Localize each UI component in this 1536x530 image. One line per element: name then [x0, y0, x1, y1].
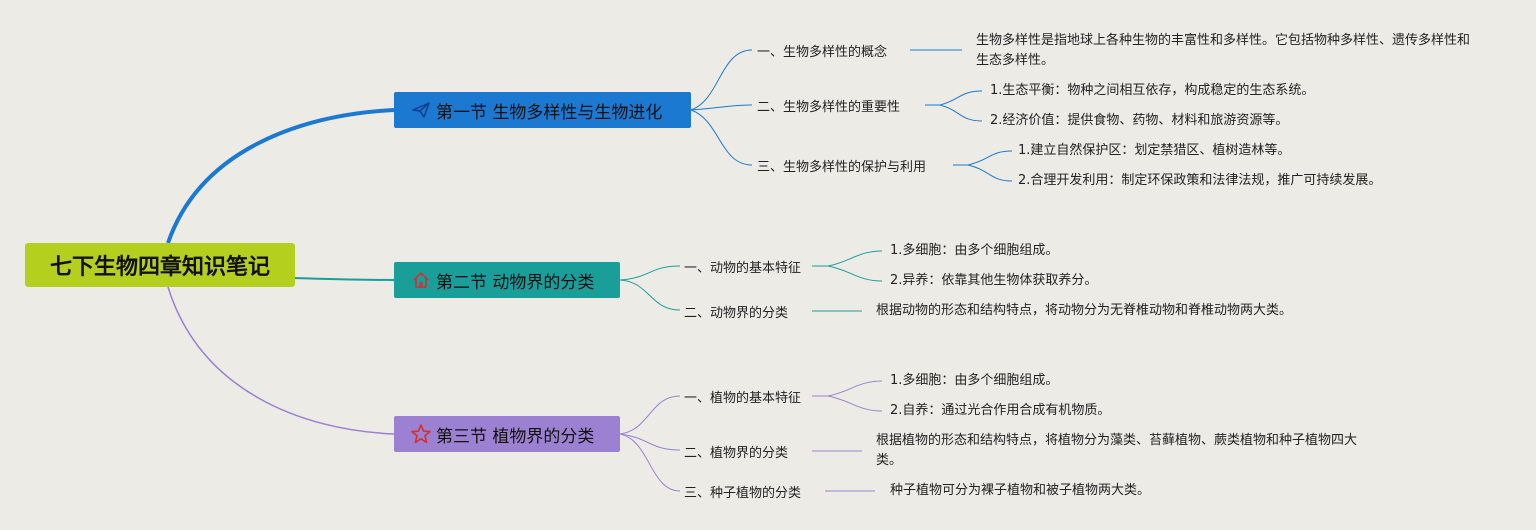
- section-3-node[interactable]: 第三节 植物界的分类: [394, 416, 620, 452]
- section-2-topic-1-detail-2[interactable]: 2.异养：依靠其他生物体获取养分。: [890, 273, 1098, 288]
- section-2-node[interactable]: 第二节 动物界的分类: [394, 262, 620, 298]
- section-3-topic-2-detail[interactable]: 根据植物的形态和结构特点，将植物分为藻类、苔藓植物、蕨类植物和种子植物四大类。: [876, 433, 1358, 468]
- section-1-topic-3-detail-2[interactable]: 2.合理开发利用：制定环保政策和法律法规，推广可持续发展。: [1018, 173, 1382, 188]
- section-2-topic-2-detail[interactable]: 根据动物的形态和结构特点，将动物分为无脊椎动物和脊椎动物两大类。: [876, 303, 1293, 318]
- section-1-node[interactable]: 第一节 生物多样性与生物进化: [394, 92, 691, 128]
- paper-plane-icon: [410, 99, 432, 121]
- section-2-topic-1[interactable]: 一、动物的基本特征: [684, 261, 802, 276]
- section-1-topic-2-detail-2[interactable]: 2.经济价值：提供食物、药物、材料和旅游资源等。: [990, 113, 1289, 128]
- section-1-topic-2-detail-1[interactable]: 1.生态平衡：物种之间相互依存，构成稳定的生态系统。: [990, 83, 1315, 98]
- star-icon: [410, 423, 432, 445]
- home-icon: [410, 269, 432, 291]
- section-1-topic-1[interactable]: 一、生物多样性的概念: [757, 45, 888, 60]
- section-3-topic-1-detail-2[interactable]: 2.自养：通过光合作用合成有机物质。: [890, 403, 1111, 418]
- section-1-topic-3[interactable]: 三、生物多样性的保护与利用: [757, 160, 927, 175]
- section-3-title: 第三节 植物界的分类: [436, 426, 595, 447]
- section-3-topic-1[interactable]: 一、植物的基本特征: [684, 391, 802, 406]
- section-1-title: 第一节 生物多样性与生物进化: [436, 102, 663, 123]
- section-3-topic-3-detail[interactable]: 种子植物可分为裸子植物和被子植物两大类。: [890, 483, 1151, 498]
- section-2-topic-1-detail-1[interactable]: 1.多细胞：由多个细胞组成。: [890, 243, 1059, 258]
- section-2-title: 第二节 动物界的分类: [436, 272, 595, 293]
- section-2-topic-2[interactable]: 二、动物界的分类: [684, 306, 789, 321]
- section-1-topic-1-detail[interactable]: 生物多样性是指地球上各种生物的丰富性和多样性。它包括物种多样性、遗传多样性和生态…: [976, 33, 1471, 68]
- section-1-topic-3-detail-1[interactable]: 1.建立自然保护区：划定禁猎区、植树造林等。: [1018, 143, 1291, 158]
- section-3-topic-3[interactable]: 三、种子植物的分类: [684, 486, 802, 501]
- section-1-topic-2[interactable]: 二、生物多样性的重要性: [757, 100, 901, 115]
- section-3-topic-1-detail-1[interactable]: 1.多细胞：由多个细胞组成。: [890, 373, 1059, 388]
- root-label: 七下生物四章知识笔记: [49, 255, 270, 280]
- section-3-topic-2[interactable]: 二、植物界的分类: [684, 446, 789, 461]
- root-topic[interactable]: 七下生物四章知识笔记: [25, 243, 295, 287]
